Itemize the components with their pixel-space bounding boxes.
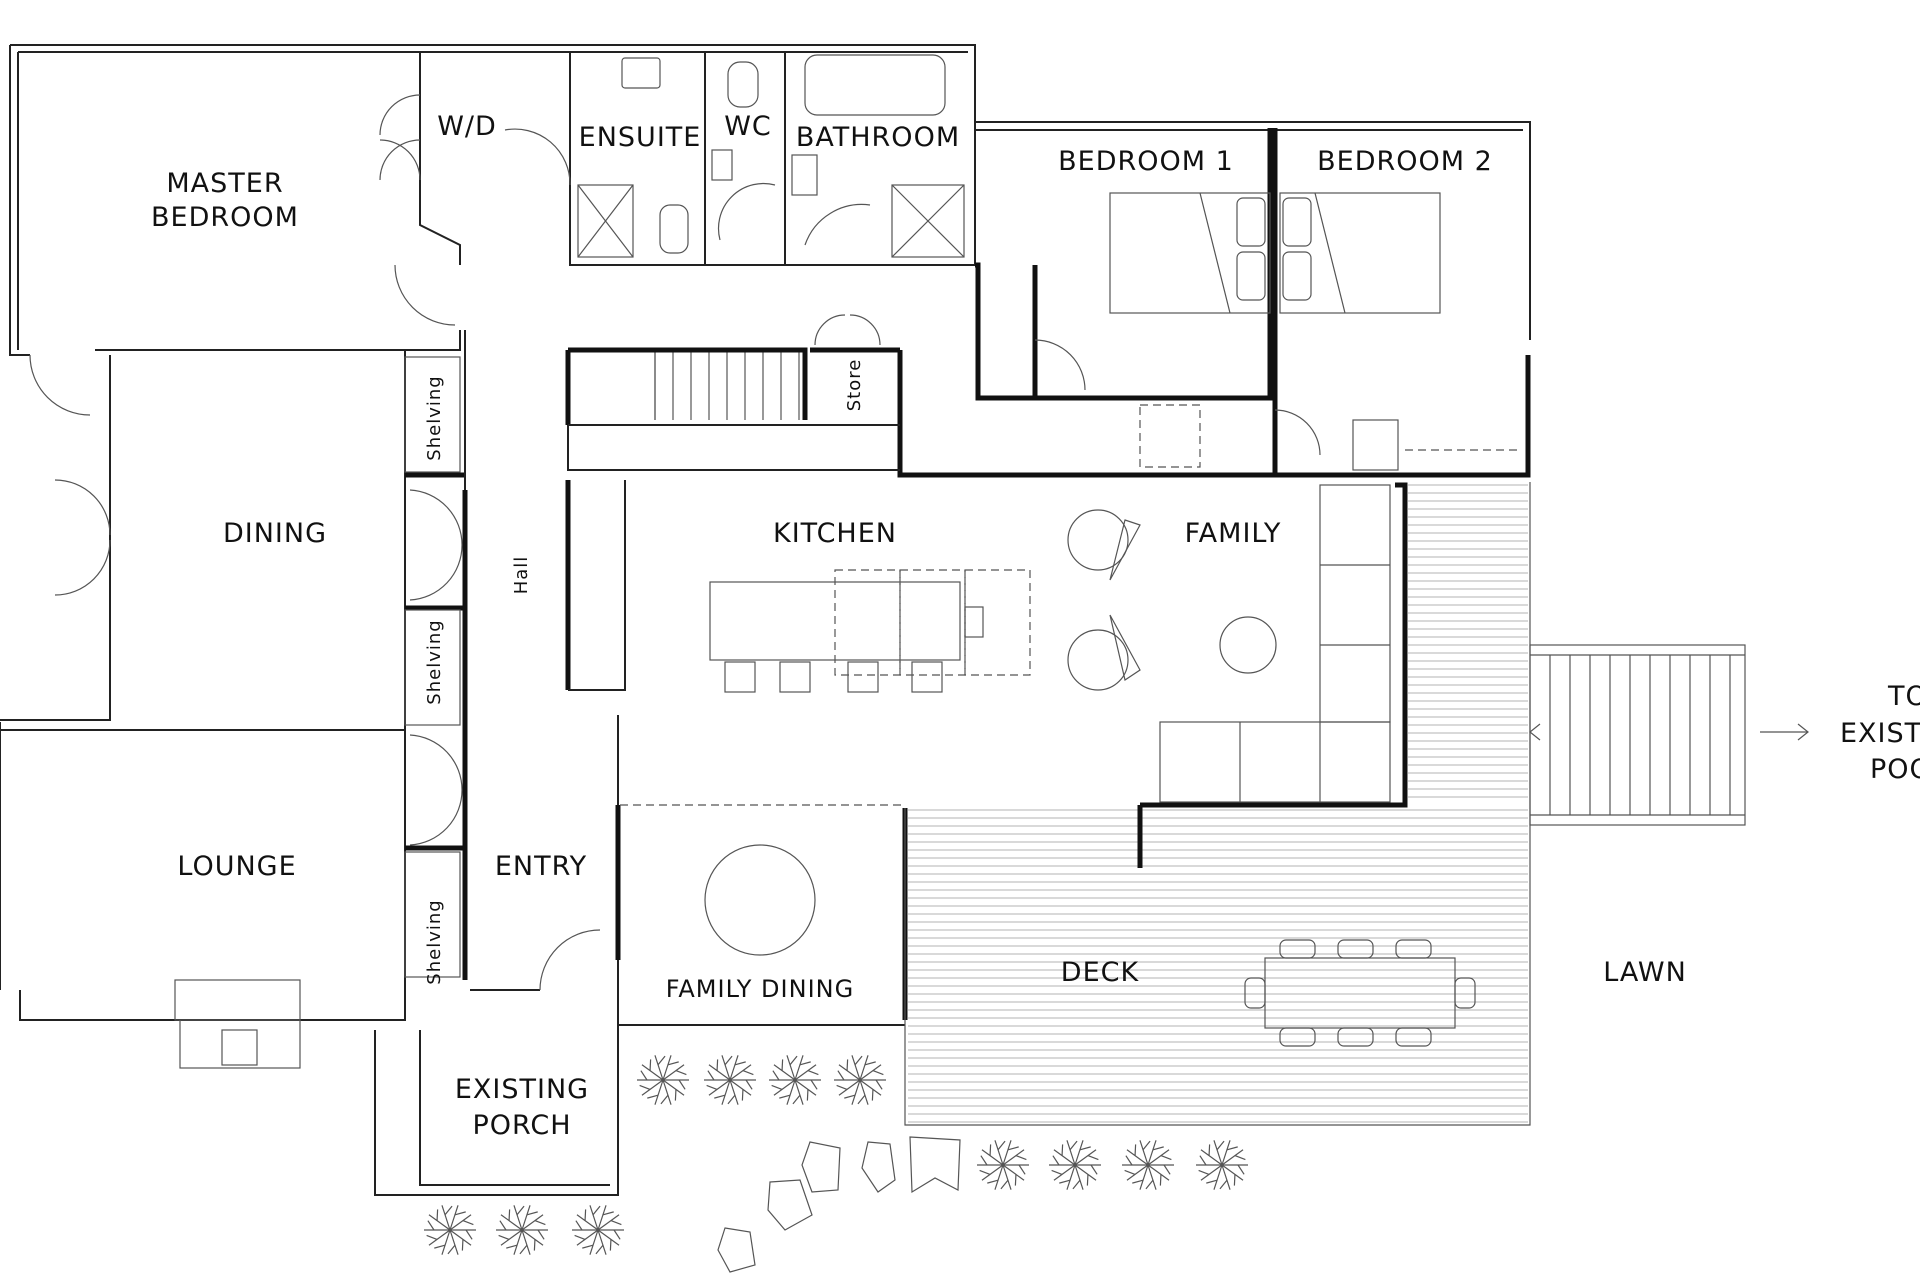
label-bedroom-1: BEDROOM 1 [1058, 146, 1234, 177]
label-to-pool-2: EXIST [1840, 718, 1920, 749]
tree-icon [704, 1055, 756, 1105]
label-hall: Hall [511, 556, 532, 595]
label-family-dining: FAMILY DINING [666, 975, 854, 1003]
tree-icon [1122, 1140, 1174, 1190]
label-master-bedroom-1: MASTER [166, 168, 283, 199]
label-wd: W/D [437, 111, 497, 142]
tree-icon [1196, 1140, 1248, 1190]
tree-icon [496, 1205, 548, 1255]
tree-icon [572, 1205, 624, 1255]
tree-icon [977, 1140, 1029, 1190]
tree-icon [1049, 1140, 1101, 1190]
label-wc: WC [724, 111, 772, 142]
label-lawn: LAWN [1603, 957, 1687, 988]
label-ensuite: ENSUITE [579, 122, 702, 153]
label-shelving-3: Shelving [424, 899, 445, 984]
label-deck: DECK [1061, 957, 1140, 988]
label-shelving-1: Shelving [424, 375, 445, 460]
label-shelving-2: Shelving [424, 619, 445, 704]
trees [424, 1055, 1248, 1255]
tree-icon [769, 1055, 821, 1105]
label-bedroom-2: BEDROOM 2 [1317, 146, 1493, 177]
doors [29, 94, 1321, 991]
deck-steps [1549, 655, 1731, 815]
tree-icon [424, 1205, 476, 1255]
label-lounge: LOUNGE [177, 851, 296, 882]
label-kitchen: KITCHEN [773, 518, 897, 549]
label-existing-porch-1: EXISTING [455, 1074, 589, 1105]
label-family: FAMILY [1185, 518, 1282, 549]
deck-boards [908, 484, 1528, 1123]
label-store: Store [844, 359, 865, 412]
tree-icon [637, 1055, 689, 1105]
label-to-pool-1: TO [1887, 681, 1920, 712]
stair [654, 352, 800, 420]
label-bathroom: BATHROOM [796, 122, 960, 153]
label-to-pool-3: POO [1870, 754, 1920, 785]
label-master-bedroom-2: BEDROOM [151, 202, 299, 233]
fixtures [174, 54, 1809, 1273]
room-labels: MASTER BEDROOM W/D ENSUITE WC BATHROOM B… [151, 111, 1920, 1141]
label-entry: ENTRY [495, 851, 587, 882]
tree-icon [834, 1055, 886, 1105]
label-existing-porch-2: PORCH [472, 1110, 571, 1141]
label-dining: DINING [223, 518, 327, 549]
